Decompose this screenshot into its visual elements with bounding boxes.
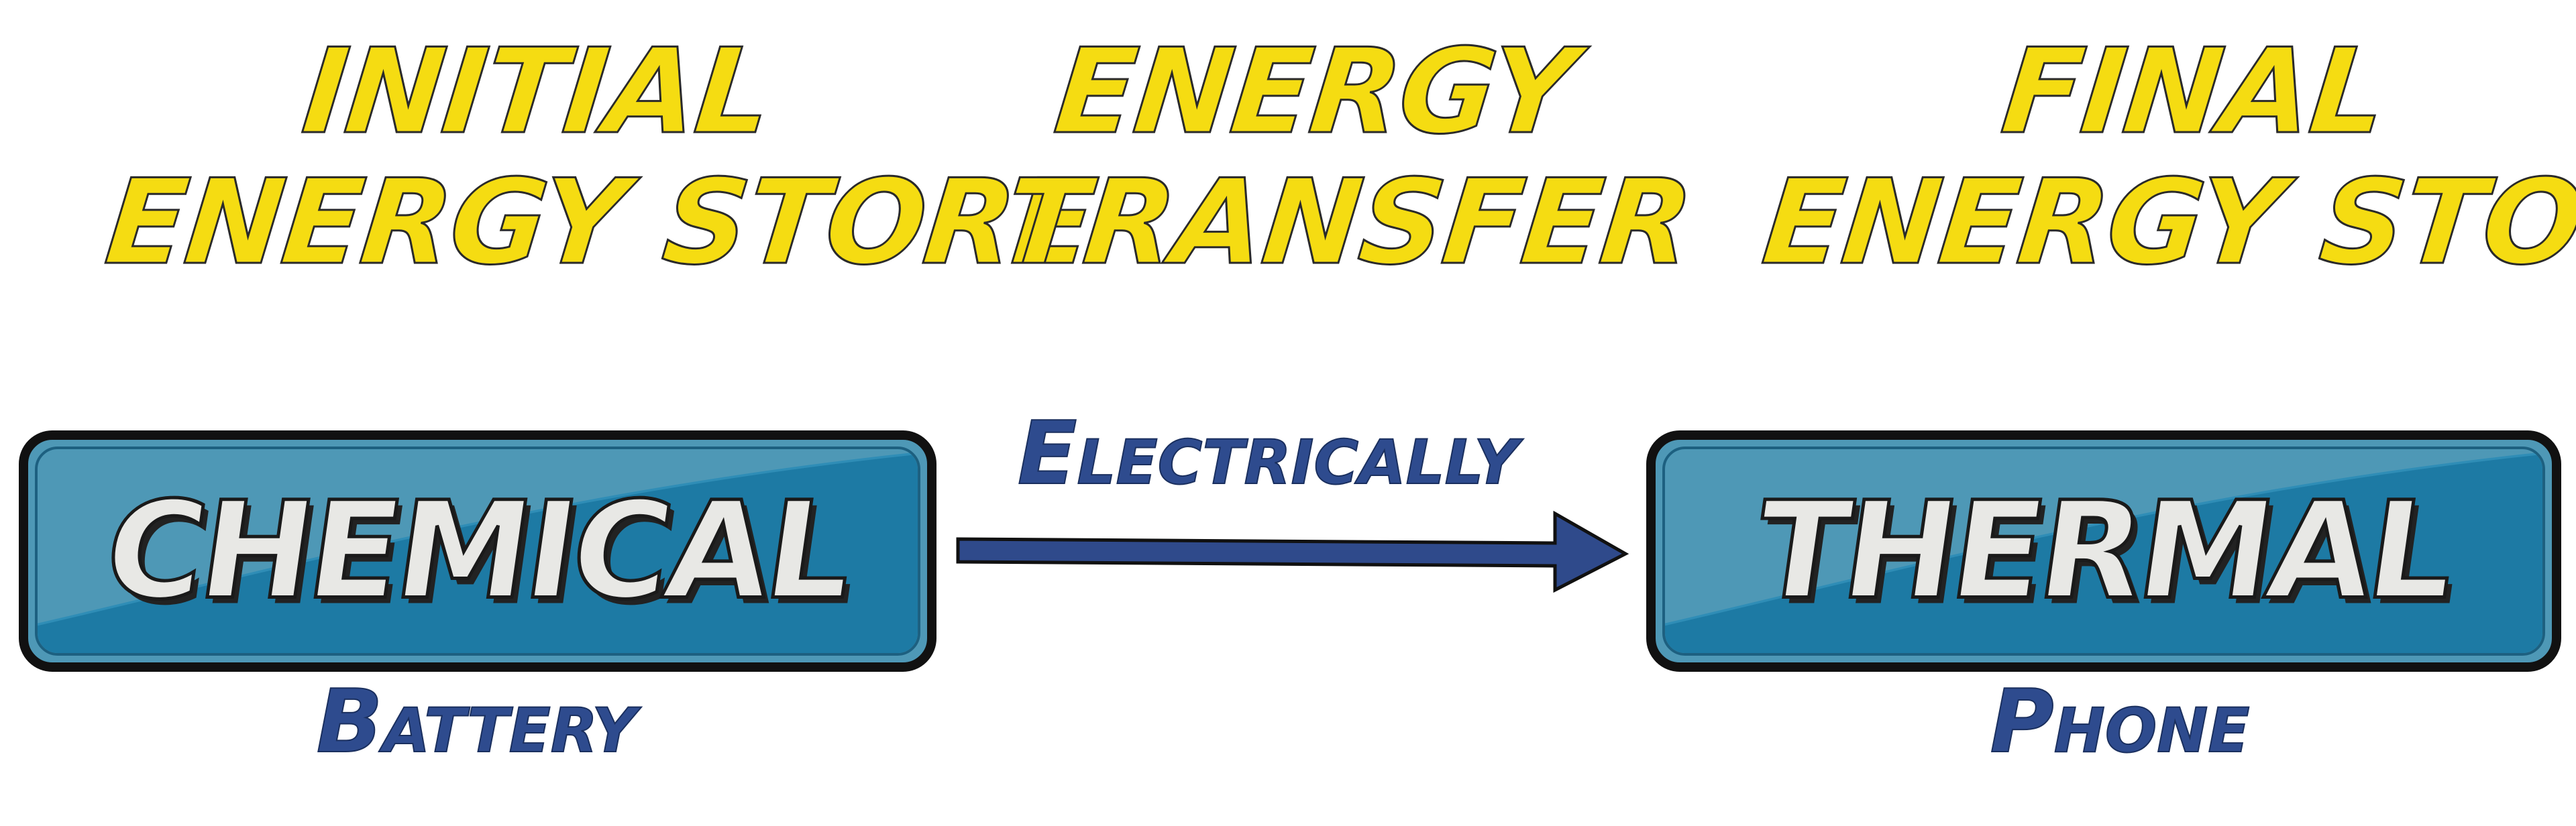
heading-initial-line1: Initial [296,23,777,162]
heading-initial-energy-store: Initial Energy Store [99,23,1101,292]
transfer-method-label: Electrically [1017,402,1519,505]
heading-initial-line2: Energy Store [99,154,1101,292]
final-store-box: Thermal [1646,430,2561,672]
heading-final-line2: Energy Store [1756,154,2576,292]
box-sheen-band [38,452,918,653]
final-store-label: Thermal [1744,471,2463,631]
box-sheen-band [1665,452,2542,653]
initial-store-box-inner [35,447,920,656]
heading-final-line1: Final [1995,23,2392,162]
heading-energy-transfer: Energy Transfer [998,23,1699,292]
final-object-label: Phone [1989,670,2250,773]
initial-store-box: Chemical [19,430,936,672]
initial-object-label: Battery [316,670,637,773]
right-arrow-icon [956,510,1629,593]
initial-store-label: Chemical [95,471,861,631]
heading-transfer-line1: Energy [1048,23,1582,162]
heading-final-energy-store: Final Energy Store [1756,23,2576,292]
final-store-box-inner [1662,447,2545,656]
heading-transfer-line2: Transfer [998,154,1699,292]
